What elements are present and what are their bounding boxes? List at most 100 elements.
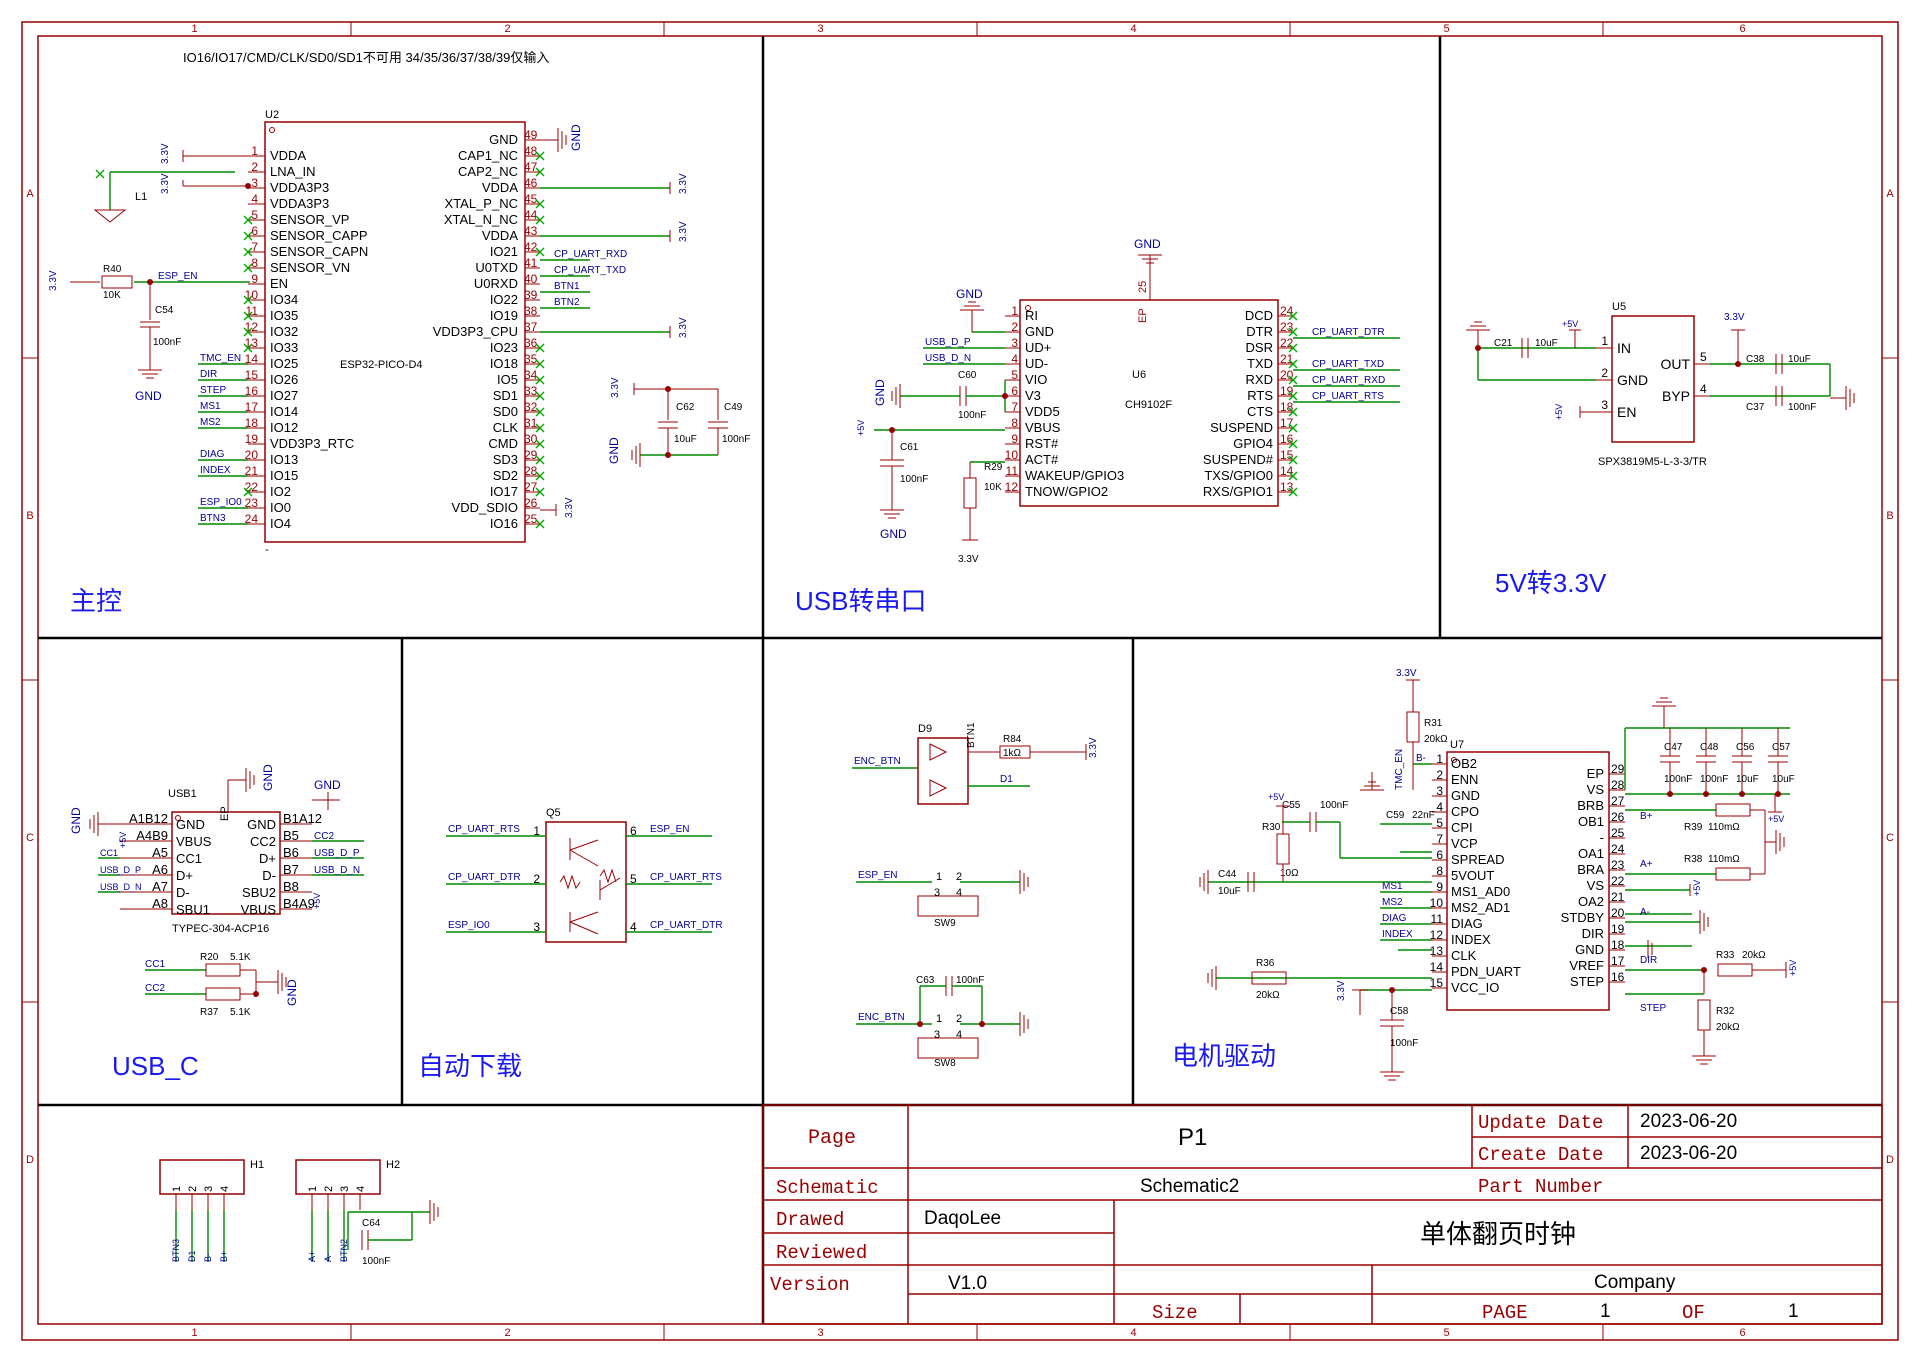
u2-pin-num: 15 — [245, 368, 259, 382]
u2-net-label: BTN1 — [554, 281, 580, 292]
q5-pin-num: 4 — [630, 920, 637, 934]
u7-pin-name: VS — [1587, 878, 1605, 893]
usb1-pin-num: B6 — [283, 845, 299, 860]
usb1-pin-name: CC1 — [176, 851, 202, 866]
u5-pin-name: IN — [1617, 340, 1631, 356]
u7-pin-name: INDEX — [1451, 932, 1491, 947]
u2-pin-num: 31 — [524, 416, 538, 430]
u2-pin-num: 17 — [245, 400, 259, 414]
h1-net-label: BTN3 — [171, 1239, 181, 1262]
c21-value: 10uF — [1535, 338, 1558, 349]
u6-pin-name: SUSPEND# — [1203, 452, 1274, 467]
sw8-pin2: 2 — [956, 1013, 962, 1025]
u2-pin-name: IO14 — [270, 404, 298, 419]
u2-pin-num: 43 — [524, 224, 538, 238]
tb-version-label: Version — [770, 1274, 850, 1296]
u2-pin-num: 48 — [524, 144, 538, 158]
frame-col-bottom-3: 3 — [817, 1327, 823, 1339]
c44-value: 10uF — [1218, 886, 1241, 897]
r31-value: 20kΩ — [1424, 734, 1448, 745]
u7-pin-name: MS2_AD1 — [1451, 900, 1510, 915]
u6-ref: U6 — [1132, 369, 1146, 381]
u2-pin-name: IO32 — [270, 324, 298, 339]
u2-net-label: DIR — [200, 369, 217, 380]
r36-ref: R36 — [1256, 958, 1275, 969]
c48-ref: C48 — [1700, 742, 1719, 753]
u7-pin-name: BRB — [1577, 798, 1604, 813]
u2-dash: - — [265, 544, 269, 556]
sw9-ref: SW9 — [934, 918, 956, 929]
u7-pin-num: 12 — [1430, 928, 1444, 942]
c58-ref: C58 — [1390, 1006, 1409, 1017]
u7-pin-name: GND — [1575, 942, 1604, 957]
c38-ref: C38 — [1746, 354, 1765, 365]
q5-net-label: CP_UART_DTR — [448, 872, 521, 883]
c59-ref: C59 — [1386, 810, 1405, 821]
u5-pin-name: OUT — [1660, 356, 1690, 372]
u5-pin-name: EN — [1617, 404, 1636, 420]
u6-pin-num: 15 — [1280, 448, 1294, 462]
h2-pin-num: 3 — [339, 1186, 351, 1192]
r31-ref: R31 — [1424, 718, 1443, 729]
u7-pin-num: 26 — [1611, 810, 1625, 824]
u2-ref: U2 — [265, 109, 279, 121]
u2-pin-num: 28 — [524, 464, 538, 478]
usb1-pin-name: SBU2 — [242, 885, 276, 900]
u5-pin-num: 4 — [1700, 382, 1707, 396]
u7-pin-num: 24 — [1611, 842, 1625, 856]
c55-ref: C55 — [1282, 800, 1301, 811]
u7-pin-num: 21 — [1611, 890, 1625, 904]
u6-pin-name: CTS — [1247, 404, 1273, 419]
r84-ref: R84 — [1003, 734, 1022, 745]
c62-value: 10uF — [674, 434, 697, 445]
q5-pin-num: 3 — [533, 920, 540, 934]
c56-ref: C56 — [1736, 742, 1755, 753]
usb1-ep: EP — [219, 806, 231, 821]
u2-pin-name: XTAL_P_NC — [445, 196, 518, 211]
u2-pin-num: 18 — [245, 416, 259, 430]
usb1-pin-num: B7 — [283, 862, 299, 877]
u2-net-label: INDEX — [200, 465, 231, 476]
u6-pin-name: TXD — [1247, 356, 1273, 371]
u2-pin-name: IO27 — [270, 388, 298, 403]
u7-pin-num: 22 — [1611, 874, 1625, 888]
u7-pin-name: MS1_AD0 — [1451, 884, 1510, 899]
q5-pin-num: 5 — [630, 872, 637, 886]
u7-pin-name: CPI — [1451, 820, 1473, 835]
usb1-pin-num: A8 — [152, 896, 168, 911]
u5-pin-num: 1 — [1601, 334, 1608, 348]
frame-row-right-D: D — [1886, 1154, 1894, 1166]
u6-pin-num: 2 — [1011, 320, 1018, 334]
u7-pin-num: 1 — [1436, 752, 1443, 766]
u6-pin-num: 5 — [1011, 368, 1018, 382]
net-d1-enc: D1 — [1000, 774, 1013, 785]
tb-of-label: OF — [1682, 1302, 1705, 1324]
r84-value: 1kΩ — [1003, 748, 1022, 759]
h2-pin-num: 1 — [307, 1186, 319, 1192]
sw9-pin3: 3 — [934, 887, 940, 899]
u6-net-label: CP_UART_RXD — [1312, 375, 1385, 386]
usb1-ref: USB1 — [168, 788, 197, 800]
section-title-main: 主控 — [70, 586, 122, 616]
rail-5v-u7-vs: +5V — [1768, 814, 1784, 824]
tb-create-label: Create Date — [1478, 1144, 1603, 1166]
gnd-u6: GND — [956, 287, 983, 301]
frame-col-bottom-2: 2 — [504, 1327, 510, 1339]
c47-ref: C47 — [1664, 742, 1683, 753]
u2-pin-num: 23 — [245, 496, 259, 510]
h2-pin-num: 4 — [355, 1186, 367, 1192]
gnd-usb1-right: GND — [314, 778, 341, 792]
rail-5v-u6: +5V — [856, 420, 866, 436]
u7-pin-num: 9 — [1436, 880, 1443, 894]
frame-col-bottom-5: 5 — [1443, 1327, 1449, 1339]
gnd-u6-ep: GND — [1134, 237, 1161, 251]
q5-net-label: ESP_EN — [650, 824, 689, 835]
u2-pin-name: U0TXD — [475, 260, 518, 275]
u7-pin-name: OB2 — [1451, 756, 1477, 771]
rail-5v-r33: +5V — [1788, 960, 1798, 976]
usb1-net-label: USB_D_N — [314, 865, 360, 876]
u6-pin-num: 22 — [1280, 336, 1294, 350]
u6-pin-num: 12 — [1005, 480, 1019, 494]
u2-net-label: ESP_IO0 — [200, 497, 242, 508]
